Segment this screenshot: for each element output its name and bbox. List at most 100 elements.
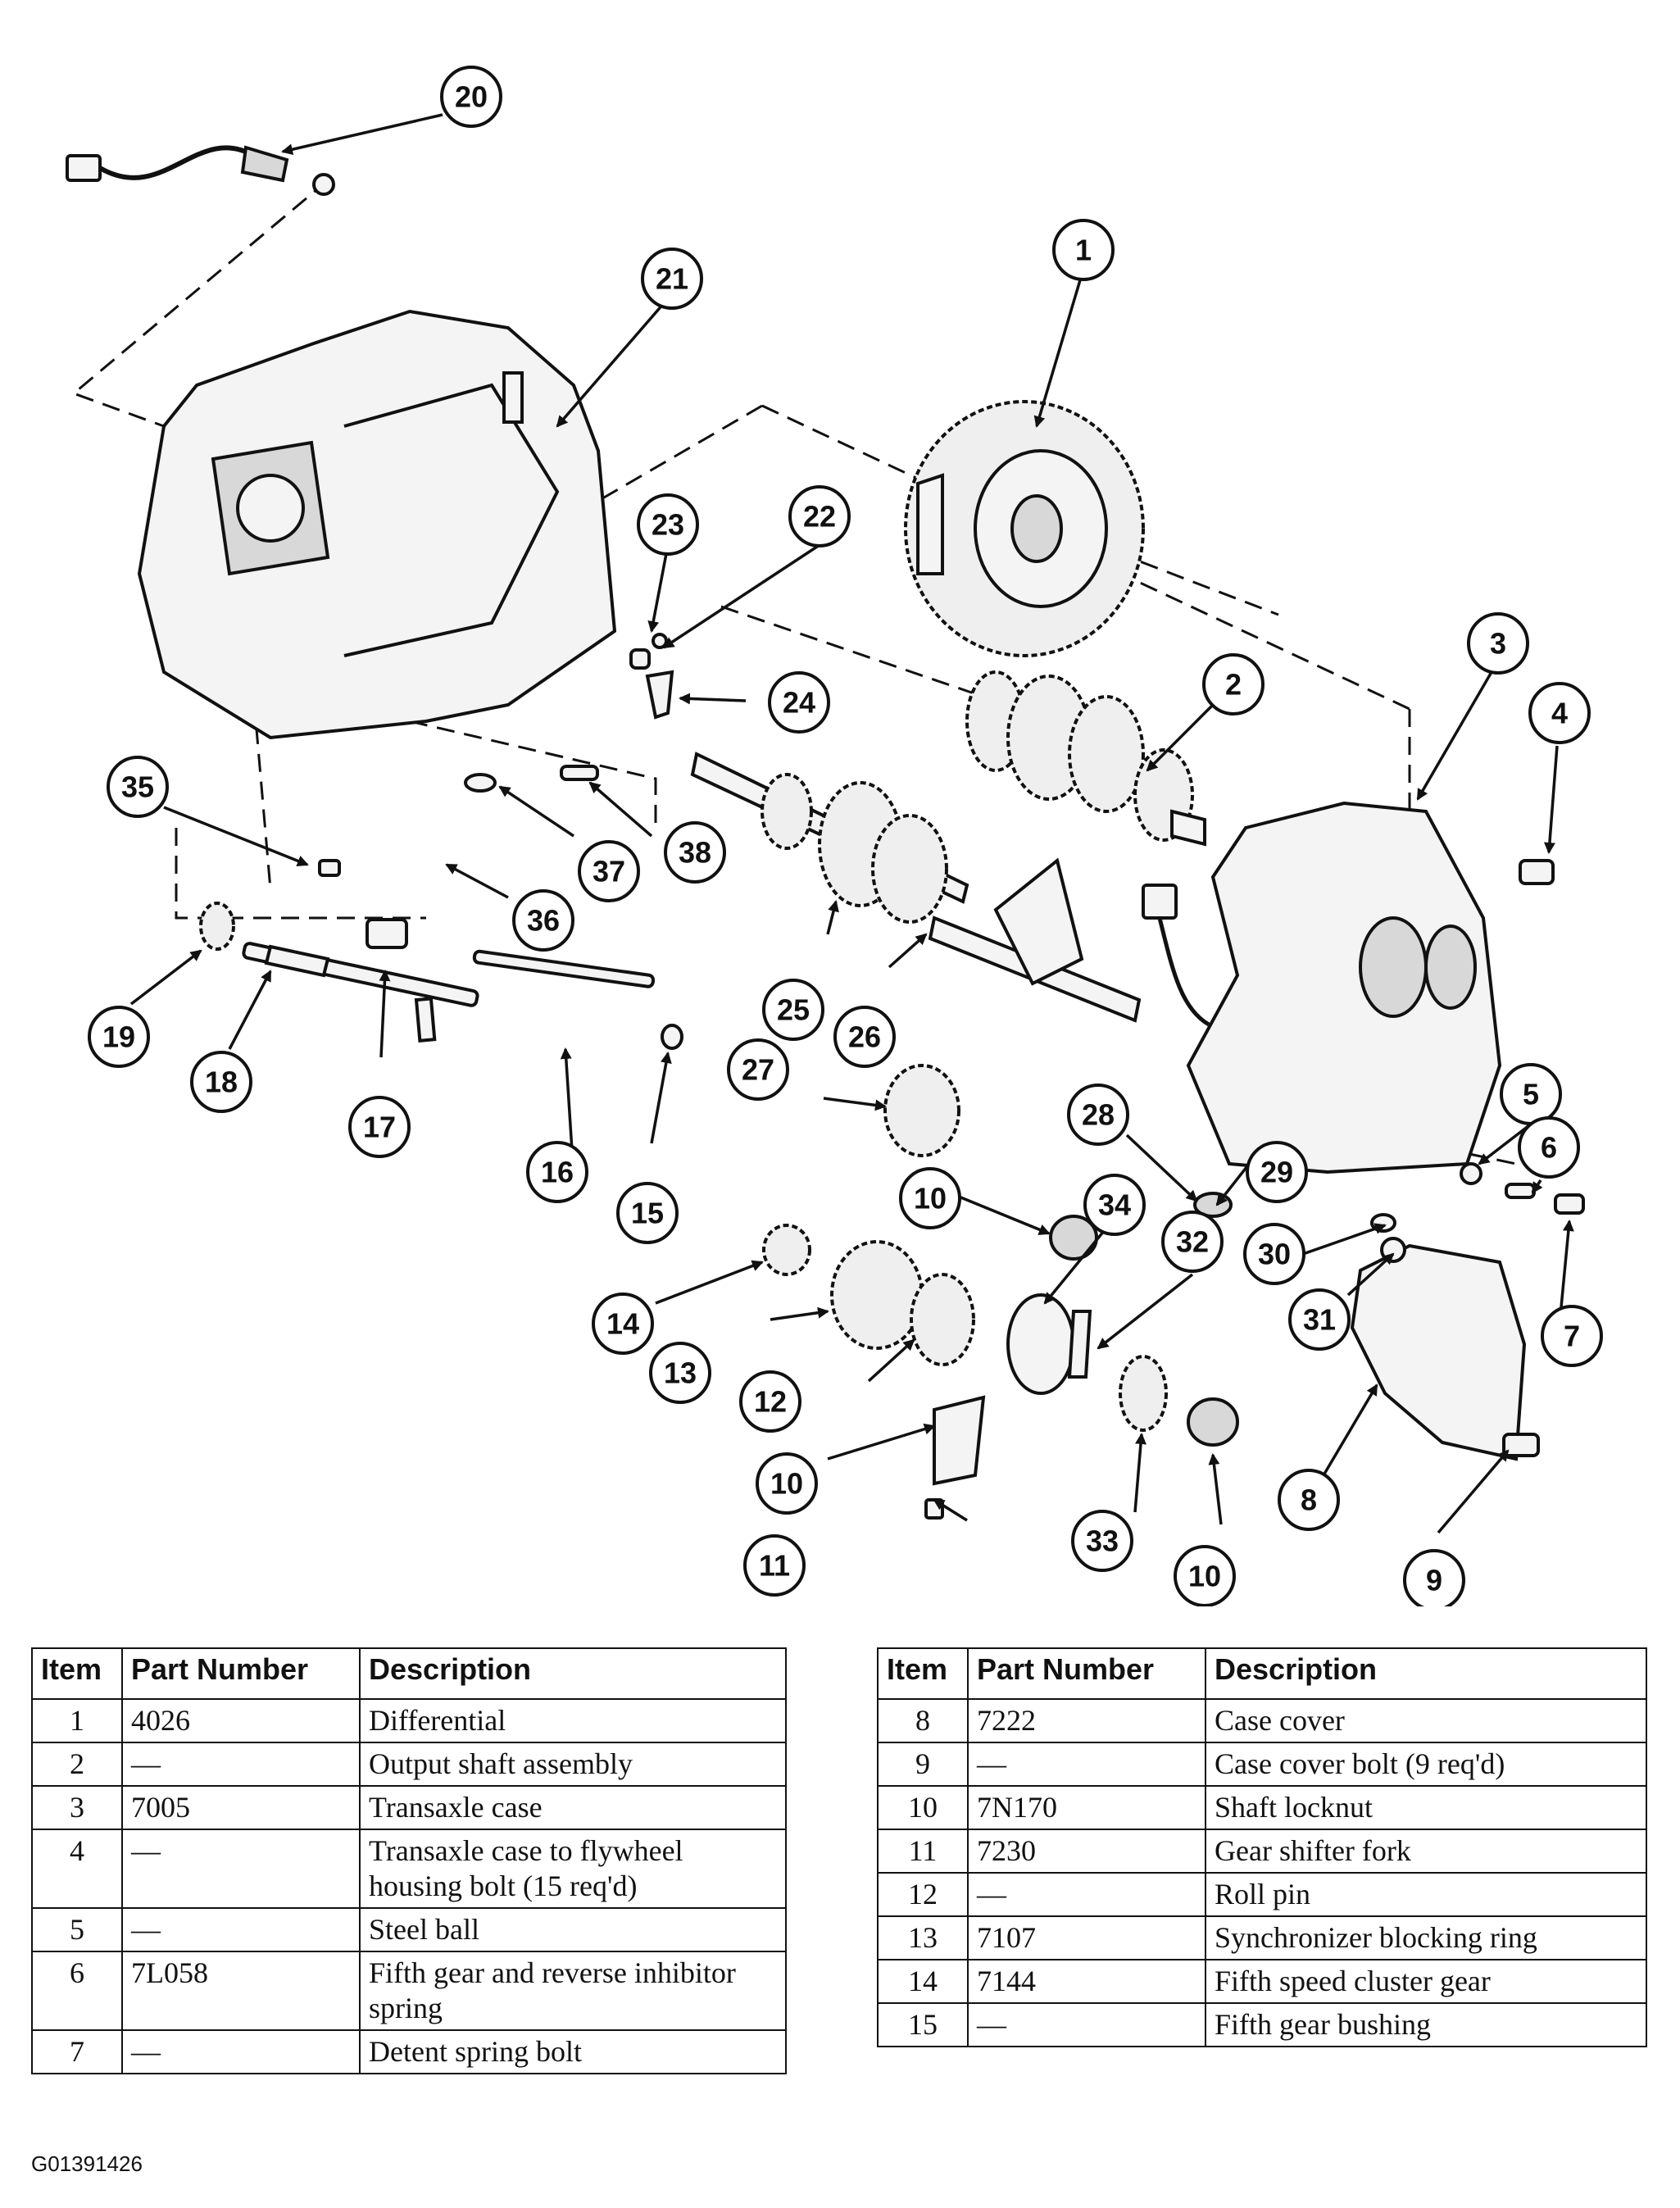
svg-text:2: 2 <box>1225 668 1242 702</box>
svg-text:30: 30 <box>1258 1238 1291 1271</box>
svg-text:31: 31 <box>1303 1303 1336 1337</box>
cell-desc: Gear shifter fork <box>1205 1829 1647 1874</box>
callout-23: 22 <box>788 485 851 547</box>
cell-item: 4 <box>31 1829 123 1909</box>
cell-desc: Output shaft assembly <box>359 1742 787 1787</box>
header-part-number: Part Number <box>121 1647 361 1700</box>
cell-item: 7 <box>31 2029 123 2074</box>
svg-text:6: 6 <box>1541 1131 1557 1165</box>
cell-desc: Detent spring bolt <box>359 2029 787 2074</box>
svg-text:27: 27 <box>742 1053 774 1087</box>
svg-text:34: 34 <box>1098 1188 1131 1222</box>
callout-10a: 10 <box>899 1167 961 1229</box>
cell-desc: Shaft locknut <box>1205 1785 1647 1830</box>
cell-desc: Fifth speed cluster gear <box>1205 1959 1647 2004</box>
cell-item: 14 <box>877 1959 969 2004</box>
cell-part: 7L058 <box>121 1951 361 2031</box>
output-shaft-assembly <box>965 670 1206 847</box>
callout-19: 18 <box>190 1051 252 1113</box>
svg-text:9: 9 <box>1426 1564 1442 1597</box>
svg-text:22: 22 <box>803 500 836 534</box>
callout-6: 6 <box>1518 1116 1580 1179</box>
table-header-row: Item Part Number Description <box>877 1647 1647 1700</box>
callout-11: 10 <box>756 1452 818 1515</box>
callout-25: 24 <box>768 671 830 734</box>
svg-text:23: 23 <box>652 508 684 542</box>
table-row: 15—Fifth gear bushing <box>877 2002 1647 2047</box>
header-description: Description <box>1205 1647 1647 1700</box>
table-row: 5—Steel ball <box>31 1907 787 1952</box>
callout-38: 37 <box>578 840 640 902</box>
callout-32: 31 <box>1288 1288 1351 1351</box>
callout-31: 30 <box>1243 1223 1305 1285</box>
callouts: 20 21 1 23 22 24 2 3 4 35 37 38 36 25 26… <box>88 66 1603 1606</box>
cell-desc: Steel ball <box>359 1907 787 1952</box>
callout-17: 16 <box>526 1141 588 1203</box>
callout-7: 7 <box>1541 1305 1603 1367</box>
callout-12: 11 <box>743 1534 806 1597</box>
svg-text:16: 16 <box>541 1156 574 1189</box>
callout-33: 32 <box>1161 1211 1224 1273</box>
svg-text:14: 14 <box>606 1307 639 1341</box>
callout-15: 14 <box>592 1293 654 1355</box>
cell-item: 9 <box>877 1742 969 1787</box>
cell-part: 7005 <box>121 1785 361 1830</box>
cell-desc: Transaxle case to flywheel housing bolt … <box>359 1829 787 1909</box>
callout-24: 23 <box>637 493 699 556</box>
cell-part: 7144 <box>967 1959 1206 2004</box>
svg-text:35: 35 <box>121 770 154 804</box>
svg-text:25: 25 <box>777 993 810 1027</box>
callout-3: 3 <box>1467 612 1529 675</box>
cell-desc: Case cover bolt (9 req'd) <box>1205 1742 1647 1787</box>
callout-16: 15 <box>616 1182 679 1244</box>
svg-text:19: 19 <box>102 1020 135 1054</box>
callout-9: 9 <box>1403 1549 1465 1606</box>
cell-part: 7107 <box>967 1915 1206 1960</box>
header-description: Description <box>359 1647 787 1700</box>
svg-text:28: 28 <box>1082 1098 1115 1132</box>
cell-part: 7230 <box>967 1829 1206 1874</box>
callout-27: 26 <box>833 1006 896 1068</box>
cell-item: 10 <box>877 1785 969 1830</box>
cell-item: 8 <box>877 1698 969 1743</box>
svg-text:4: 4 <box>1551 697 1568 730</box>
callout-37: 36 <box>512 889 574 952</box>
callout-18: 17 <box>348 1096 411 1158</box>
cell-desc: Roll pin <box>1205 1872 1647 1917</box>
vehicle-speed-sensor-harness <box>66 145 335 196</box>
cell-part: — <box>121 1742 361 1787</box>
cell-desc: Synchronizer blocking ring <box>1205 1915 1647 1960</box>
table-row: 12—Roll pin <box>877 1872 1647 1917</box>
header-item: Item <box>877 1647 969 1700</box>
callout-29: 28 <box>1067 1084 1129 1146</box>
cell-item: 1 <box>31 1698 123 1743</box>
callout-26: 25 <box>762 979 824 1041</box>
input-shaft <box>690 752 969 924</box>
table-row: 4—Transaxle case to flywheel housing bol… <box>31 1829 787 1909</box>
cell-desc: Differential <box>359 1698 787 1743</box>
cell-desc: Case cover <box>1205 1698 1647 1743</box>
cell-item: 12 <box>877 1872 969 1917</box>
cell-part: — <box>121 1907 361 1952</box>
callout-28: 27 <box>727 1038 789 1101</box>
svg-text:8: 8 <box>1301 1483 1317 1517</box>
cell-desc: Transaxle case <box>359 1785 787 1830</box>
callout-36: 35 <box>107 756 169 818</box>
header-part-number: Part Number <box>967 1647 1206 1700</box>
leader-lines <box>129 113 1574 1534</box>
callout-1: 1 <box>1052 219 1115 281</box>
callout-8: 8 <box>1278 1469 1340 1531</box>
cell-item: 6 <box>31 1951 123 2031</box>
shift-fork-assembly <box>928 857 1142 1023</box>
callout-20: 19 <box>88 1006 150 1068</box>
callout-35: 34 <box>1083 1174 1146 1236</box>
svg-text:10: 10 <box>770 1467 803 1501</box>
svg-text:17: 17 <box>363 1111 396 1144</box>
svg-text:1: 1 <box>1075 234 1092 267</box>
